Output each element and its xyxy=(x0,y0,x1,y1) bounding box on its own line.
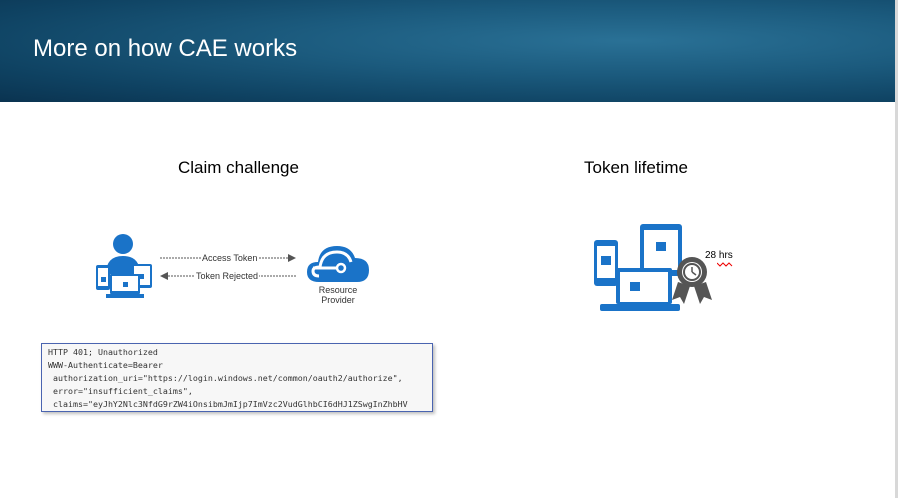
slide-header: More on how CAE works xyxy=(0,0,898,102)
lifetime-label: 28 hrs xyxy=(705,250,733,261)
code-line: WWW-Authenticate=Bearer xyxy=(48,360,163,370)
award-badge-icon xyxy=(672,257,712,304)
spellcheck-underline xyxy=(717,262,733,267)
cloud-icon xyxy=(307,246,369,282)
provider-label-line-1: Resource xyxy=(318,285,358,295)
code-line: claims="eyJhY2Nlc3NfdG9rZW4iOnsibmJmIjp7… xyxy=(48,399,408,409)
token-rejected-label: Token Rejected xyxy=(195,271,260,281)
code-line: authorization_uri="https://login.windows… xyxy=(48,373,403,383)
code-line: HTTP 401; Unauthorized xyxy=(48,347,158,357)
resource-provider-label: Resource Provider xyxy=(316,285,360,305)
locked-devices-icon xyxy=(594,224,712,311)
access-token-label: Access Token xyxy=(201,253,259,263)
token-lifetime-heading: Token lifetime xyxy=(584,158,688,177)
slide-edge xyxy=(895,0,898,498)
slide-title: More on how CAE works xyxy=(33,35,298,62)
user-devices-icon xyxy=(96,234,152,298)
provider-label-line-2: Provider xyxy=(321,295,355,305)
code-line: error="insufficient_claims", xyxy=(48,386,193,396)
claim-challenge-heading: Claim challenge xyxy=(178,158,299,177)
